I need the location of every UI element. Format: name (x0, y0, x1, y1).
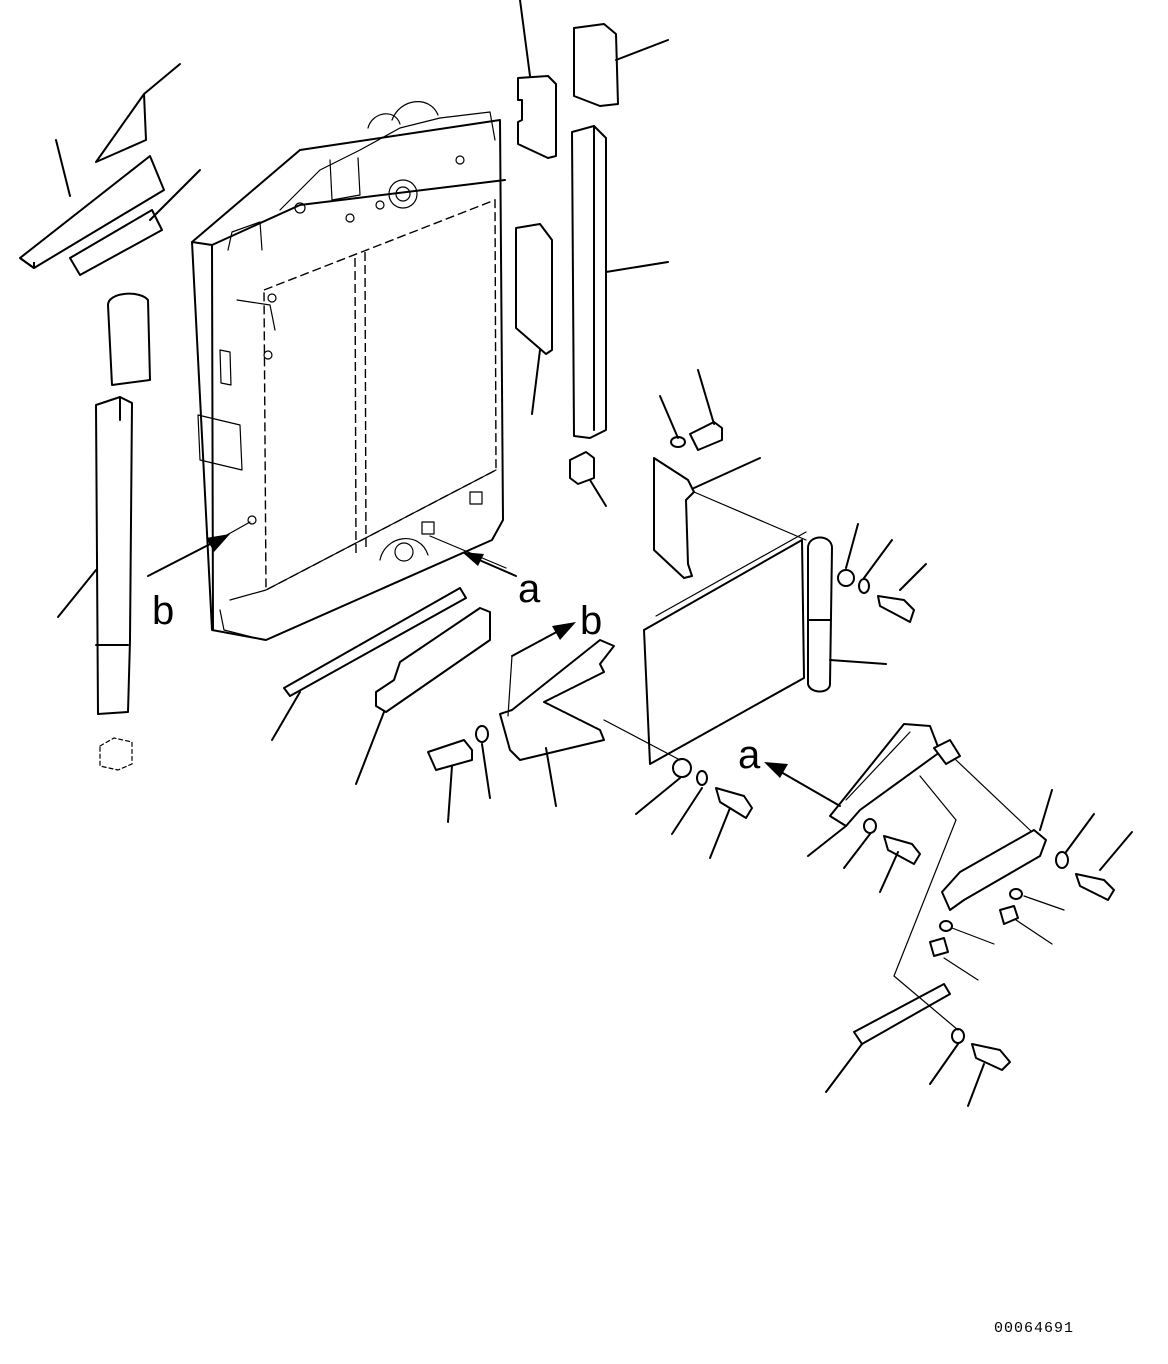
callout-arrows (147, 521, 841, 807)
callout-b-main: b (152, 589, 174, 633)
drawing-number: 00064691 (994, 1320, 1074, 1337)
radiator-assembly (191, 101, 506, 641)
callout-a-detail: a (738, 733, 761, 777)
callout-b-detail: b (580, 599, 602, 643)
condenser-assembly (427, 369, 927, 859)
callout-a-main: a (518, 567, 541, 611)
lower-right-parts (807, 723, 1133, 1107)
left-seal-parts (19, 63, 201, 771)
bottom-seal-parts (271, 587, 491, 785)
top-right-seal-parts (515, 0, 669, 507)
